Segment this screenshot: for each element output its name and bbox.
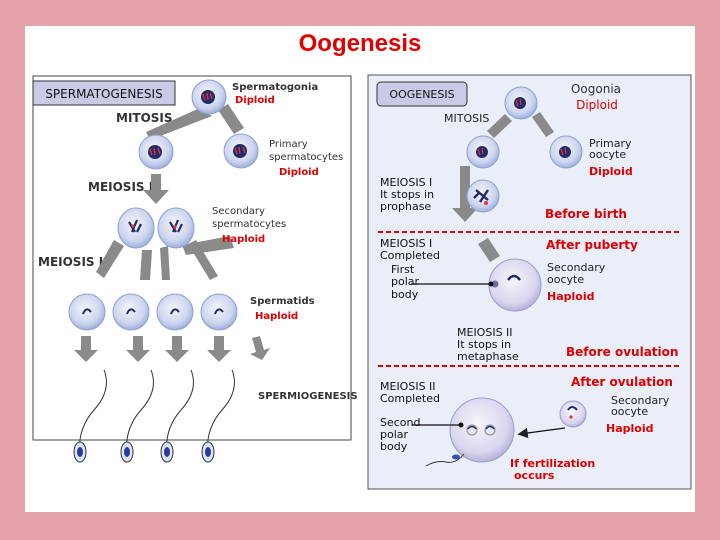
meiosis1-stop-l3: prophase <box>380 200 431 213</box>
meiosis2-stop-l2: It stops in <box>457 338 511 351</box>
sperm-cells <box>73 369 235 463</box>
second-polar-l1: Second <box>380 416 420 429</box>
oogenesis-panel: OOGENESIS MITOSIS Oogonia Diploid Primar… <box>367 74 692 490</box>
spermatogonia-cell <box>191 79 227 115</box>
primary-oocyte-ploidy: Diploid <box>589 165 633 178</box>
spermatogenesis-panel: SPERMATOGENESIS MITOSIS MEIOSIS I MEIOSI… <box>32 75 358 463</box>
secondary-oocyte-1-ploidy: Haploid <box>547 290 594 303</box>
arrow-spermatid-2 <box>126 336 150 362</box>
primary-spermatocytes-ploidy: Diploid <box>279 167 319 178</box>
second-polar-l2: polar <box>380 428 409 441</box>
arrow-secondary-mid <box>160 246 170 280</box>
sperm-tail <box>425 453 465 467</box>
second-polar-l3: body <box>380 440 408 453</box>
spermatogonia-label: Spermatogonia <box>232 82 318 93</box>
arrow-spermatid-3 <box>165 336 189 362</box>
secondary-oocyte-cell-1 <box>488 258 542 312</box>
left-meiosis2-label: MEIOSIS II <box>38 255 108 269</box>
left-arrows <box>74 104 270 362</box>
secondary-oocyte-1-label-1: Secondary <box>547 261 606 274</box>
prophase-cell <box>466 179 500 213</box>
primary-spermatocyte-cell-right <box>223 133 259 169</box>
fertilization-l2: occurs <box>514 469 555 482</box>
fertilization-l1: If fertilization <box>510 457 595 470</box>
arrow-secondary-left-a <box>96 240 124 278</box>
secondary-oocyte-1-label-2: oocyte <box>547 273 584 286</box>
spermatogonia-ploidy: Diploid <box>235 95 275 106</box>
first-polar-l1: First <box>391 263 415 276</box>
meiosis1-done-l2: Completed <box>380 249 440 262</box>
after-ovulation-label: After ovulation <box>571 375 673 389</box>
meiosis2-done-l1: MEIOSIS II <box>380 380 436 393</box>
meiosis1-stop-l2: It stops in <box>380 188 434 201</box>
primary-spermatocytes-label-2: spermatocytes <box>269 152 343 163</box>
before-birth-label: Before birth <box>545 207 627 221</box>
oogenesis-header-box <box>376 81 468 107</box>
arrow-secondary-left-b <box>140 250 152 280</box>
secondary-oocyte-2-label-1: Secondary <box>611 394 670 407</box>
arrow-meiosis1-down <box>452 166 478 222</box>
spermatids-label: Spermatids <box>250 296 315 307</box>
secondary-spermatocytes-ploidy: Haploid <box>222 234 265 245</box>
arrow-secondary-out <box>182 236 234 255</box>
secondary-oocyte-cell-2 <box>559 400 587 428</box>
primary-oocyte-label-2: oocyte <box>589 148 626 161</box>
arrow-spermatid-4 <box>207 336 231 362</box>
first-polar-dot <box>488 281 494 287</box>
arrow-primary-down <box>143 174 169 204</box>
second-polar-dot <box>458 422 464 428</box>
page-title: Oogenesis <box>298 30 422 57</box>
arrow-spermatid-pointer <box>250 336 270 360</box>
fertilized-egg-cell <box>449 397 515 463</box>
secondary-oocyte-2-ploidy: Haploid <box>606 422 653 435</box>
first-polar-l2: polar <box>391 275 420 288</box>
right-mitosis-label: MITOSIS <box>444 112 489 125</box>
spermatids-ploidy: Haploid <box>255 311 298 322</box>
left-meiosis1-label: MEIOSIS I <box>88 180 153 194</box>
meiosis1-done-l1: MEIOSIS I <box>380 237 432 250</box>
spermatid-cells <box>68 293 238 331</box>
meiosis2-stop-l1: MEIOSIS II <box>457 326 513 339</box>
arrow-oogonia-right <box>532 112 554 137</box>
first-polar-l3: body <box>391 288 419 301</box>
secondary-spermatocytes-label-2: spermatocytes <box>212 219 286 230</box>
after-puberty-label: After puberty <box>546 238 638 252</box>
oogonia-label: Oogonia <box>571 82 621 96</box>
arrow-spermatogonia-down-left <box>146 108 212 140</box>
primary-oocyte-label-1: Primary <box>589 137 632 150</box>
primary-spermatocytes-label-1: Primary <box>269 139 308 150</box>
fertilization-arrow <box>517 427 566 439</box>
primary-spermatocyte-cell-left <box>138 134 174 170</box>
secondary-spermatocyte-cells <box>117 207 195 249</box>
arrow-oogonia-left <box>487 114 512 138</box>
spermatogenesis-header: SPERMATOGENESIS <box>45 87 162 101</box>
before-ovulation-label: Before ovulation <box>566 345 678 359</box>
spermiogenesis-label: SPERMIOGENESIS <box>258 391 358 402</box>
oogenesis-header: OOGENESIS <box>389 88 454 101</box>
oogonia-cell <box>504 86 538 120</box>
left-mitosis-label: MITOSIS <box>116 111 173 125</box>
primary-oocyte-cells <box>466 135 583 169</box>
oogonia-ploidy: Diploid <box>576 98 618 112</box>
arrow-spermatid-1 <box>74 336 98 362</box>
spermatogenesis-header-box <box>32 80 176 106</box>
meiosis2-stop-l3: metaphase <box>457 350 519 363</box>
secondary-spermatocytes-label-1: Secondary <box>212 206 265 217</box>
meiosis1-stop-l1: MEIOSIS I <box>380 176 432 189</box>
arrow-spermatogonia-down-right <box>218 104 244 134</box>
sperm-head <box>452 454 460 460</box>
meiosis2-done-l2: Completed <box>380 392 440 405</box>
arrow-to-secondary-oocyte <box>478 238 500 262</box>
right-mitosis-arrows <box>452 112 554 222</box>
secondary-oocyte-2-label-2: oocyte <box>611 405 648 418</box>
